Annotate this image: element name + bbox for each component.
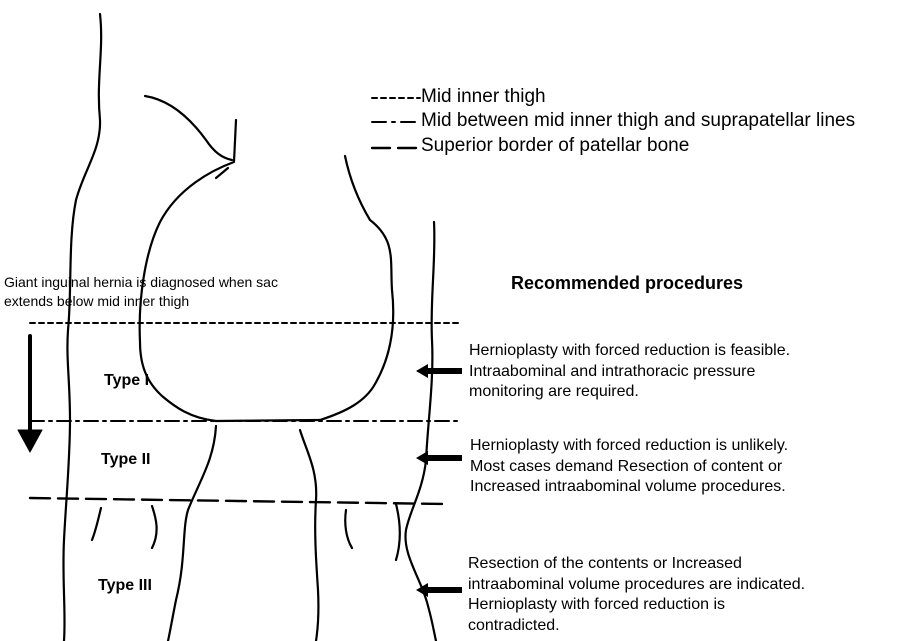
right-outer-thigh-contour [404,220,438,641]
hernia-sac-contour [138,154,395,423]
type-iii-procedure: Resection of the contents or Increased i… [468,554,805,636]
type-ii-label: Type II [101,451,151,468]
legend-label-mid-between: Mid between mid inner thigh and suprapat… [421,110,856,131]
type-i-pointer-arrow [416,364,462,378]
type-ii-pointer-arrow [416,451,462,465]
type-ii-procedure-line: Hernioplasty with forced reduction is un… [470,437,789,454]
type-iii-procedure-line: Resection of the contents or Increased [468,555,742,572]
patellar-border-line [28,496,447,506]
upper-fold-contour [143,94,234,162]
type-iii-procedure-line: intraabominal volume procedures are indi… [468,575,806,593]
type-i-label: Type I [104,372,150,389]
knee-mark-3 [344,508,354,550]
type-i-procedure-line: Intraabominal and intrathoracic pressure [469,362,756,380]
left-leg-inner-contour [166,424,218,641]
knee-mark-2 [150,504,158,550]
extension-arrow-head [17,429,43,453]
knee-mark-1 [90,506,103,542]
type-iii-pointer-arrow [416,583,462,597]
upper-fold-tick [214,166,230,180]
legend-label-mid-inner-thigh: Mid inner thigh [421,86,546,107]
left-inner-thigh-contour [138,118,238,344]
knee-mark-4 [394,502,401,562]
type-ii-procedure-line: Increased intraabominal volume procedure… [470,478,786,495]
type-i-procedure: Hernioplasty with forced reduction is fe… [469,341,790,403]
type-iii-procedure-line: contradicted. [468,616,560,634]
type-i-procedure-line: Hernioplasty with forced reduction is fe… [469,342,791,359]
caption-line-1: Giant inguinal hernia is diagnosed when … [4,274,278,290]
type-iii-procedure-line: Hernioplasty with forced reduction is [468,596,726,613]
recommended-procedures-title: Recommended procedures [511,273,744,293]
type-ii-procedure: Hernioplasty with forced reduction is un… [470,436,788,498]
type-i-procedure-line: monitoring are required. [469,383,639,400]
left-outer-thigh-contour [62,12,103,641]
type-ii-procedure-line: Most cases demand Resection of content o… [470,457,783,475]
legend-label-patellar-border: Superior border of patellar bone [421,135,690,156]
type-iii-label: Type III [98,577,152,594]
right-leg-inner-contour [298,428,320,641]
caption-line-2: extends below mid inner thigh [4,293,190,309]
